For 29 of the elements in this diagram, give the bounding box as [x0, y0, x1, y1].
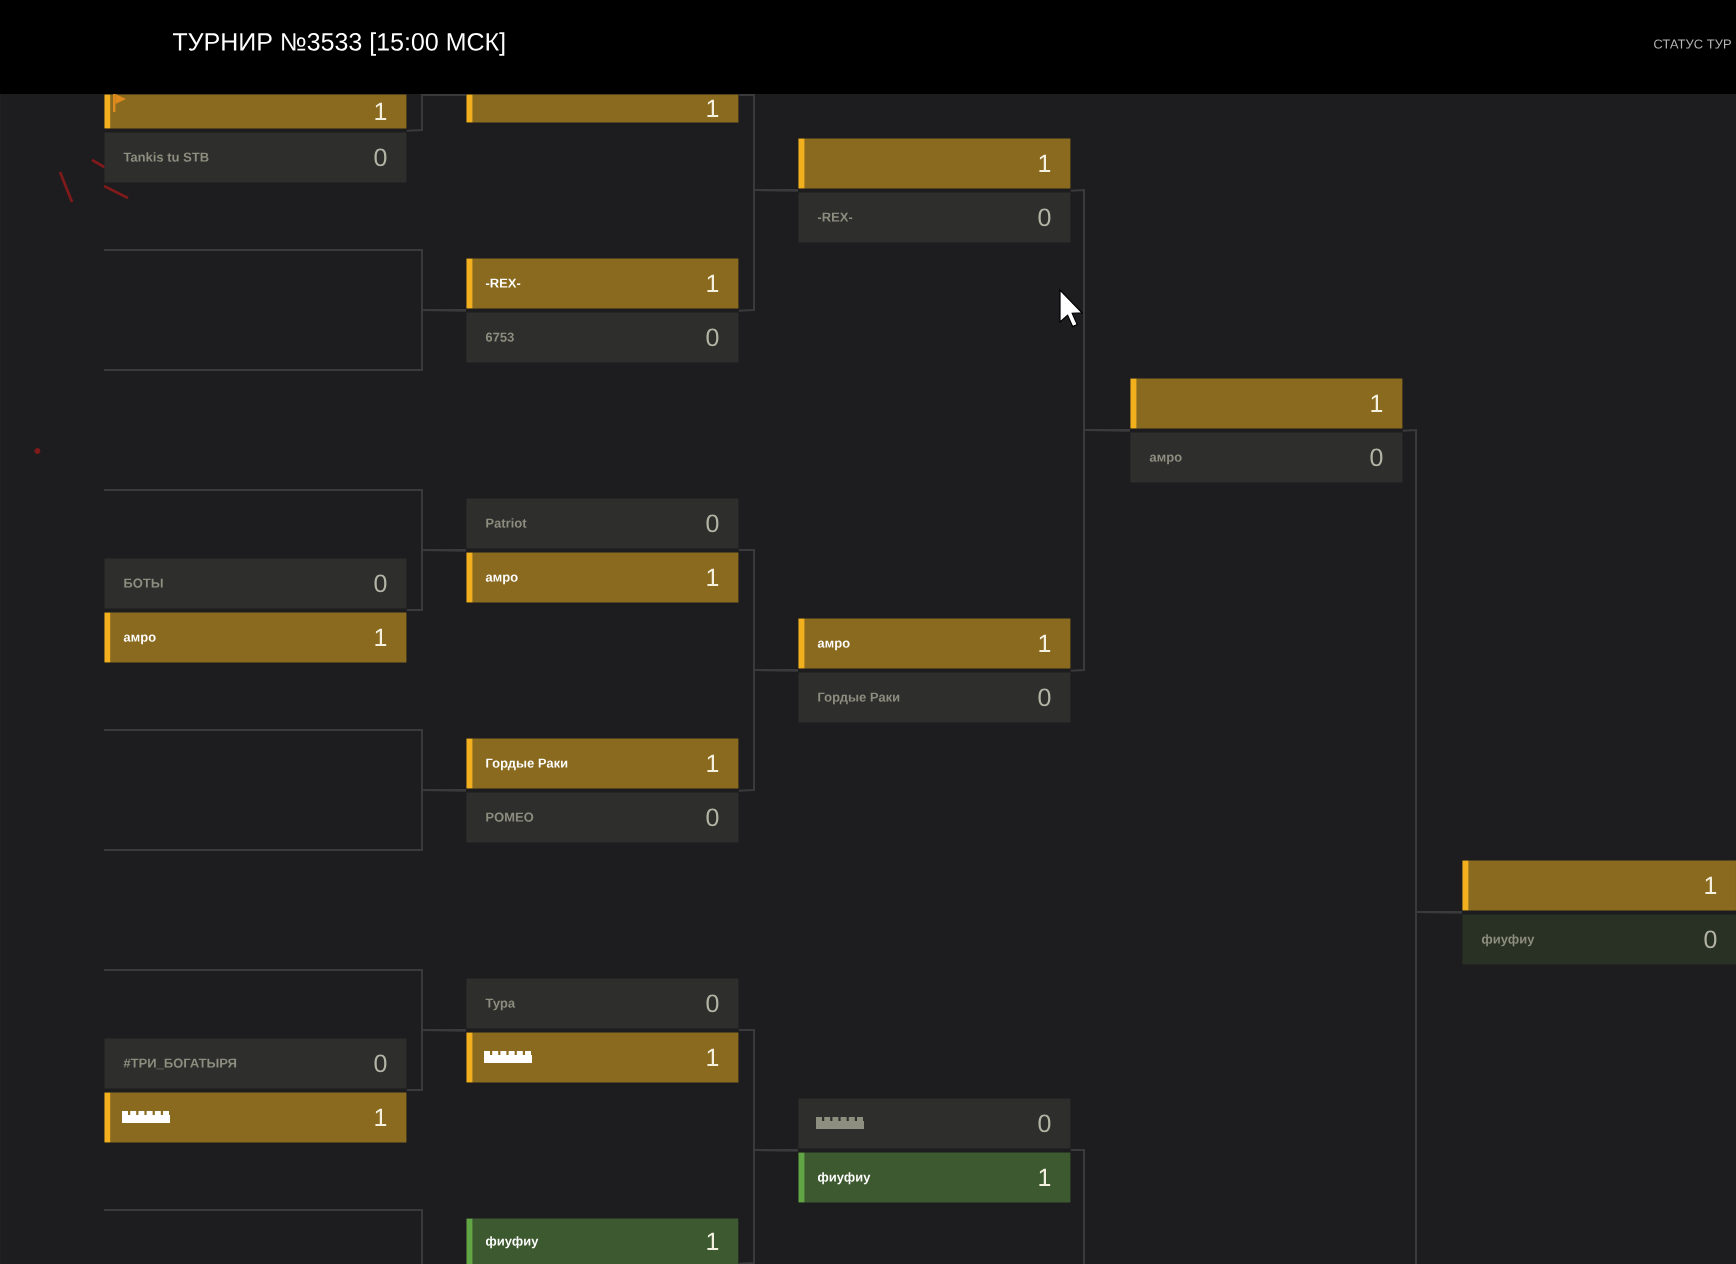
- bracket-line: [103, 489, 467, 552]
- team-slot: 1: [466, 1032, 739, 1083]
- bracket-line: [1415, 911, 1463, 1264]
- page-title: ТУРНИР №3533 [15:00 МСК]: [173, 32, 505, 56]
- team-slot: 1: [104, 1092, 407, 1143]
- team-slot: 1: [1462, 860, 1736, 911]
- bracket-line: [405, 1029, 467, 1091]
- bracket-line: [737, 94, 799, 192]
- bracket-line: [405, 549, 467, 611]
- bracket-line: [103, 969, 467, 1032]
- bracket-line: [103, 729, 467, 792]
- bracket-line: [1069, 1149, 1085, 1264]
- team-slot: 0: [798, 1098, 1071, 1149]
- bracket-line: [1069, 188, 1131, 432]
- team-slot: 1: [1130, 378, 1403, 429]
- bracket-line: [737, 1149, 799, 1264]
- bracket-line: [103, 309, 467, 371]
- bracket-line: [103, 789, 467, 851]
- bracket-line: [737, 1029, 799, 1152]
- bracket-line: [405, 94, 467, 132]
- team-slot: 1: [798, 138, 1071, 189]
- bracket-line: [1401, 428, 1463, 914]
- bracket-line: [737, 189, 799, 312]
- bracket-line: [103, 249, 467, 312]
- bracket-line: [1069, 429, 1131, 672]
- team-slot: 1: [466, 94, 739, 123]
- bracket-line: [737, 669, 799, 792]
- bracket-line: [737, 549, 799, 672]
- team-slot: 1: [104, 94, 407, 129]
